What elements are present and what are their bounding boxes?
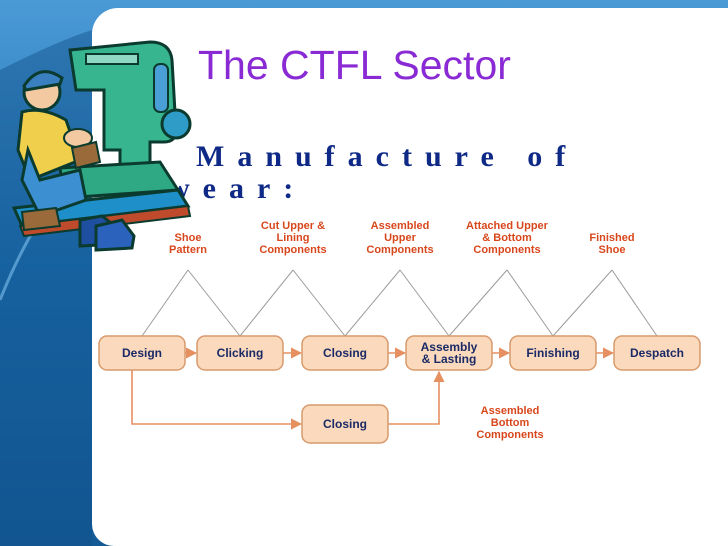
stage-label: Design <box>122 346 162 360</box>
material-label-line: Shoe <box>175 232 202 244</box>
material-label-line: Assembled <box>371 220 430 232</box>
stage-box-shape <box>301 335 389 371</box>
slide-subtitle-line-2: wear: <box>168 172 307 205</box>
flow-arrow-lower-out <box>388 370 445 425</box>
material-label-line: Components <box>259 244 326 256</box>
stage-box-finishing: Finishing <box>509 335 597 371</box>
stage-label: Closing <box>323 417 367 431</box>
stage-box-shape <box>405 335 493 371</box>
stage-label-line: Assembly <box>421 340 478 354</box>
material-connector <box>187 269 241 337</box>
slide-content-area <box>92 8 728 546</box>
stage-label-line: Finishing <box>526 346 579 360</box>
connector-layer <box>131 269 658 430</box>
stage-label: Finishing <box>526 346 579 360</box>
material-label-line: Components <box>366 244 433 256</box>
stage-box-shape <box>196 335 284 371</box>
stage-label-line: & Lasting <box>422 352 477 366</box>
stage-box-lower-closing: Closing <box>301 404 389 444</box>
material-connector <box>141 269 189 337</box>
stage-box-shape <box>98 335 186 371</box>
material-label-line: Components <box>473 244 540 256</box>
stage-box-shape <box>613 335 701 371</box>
material-label-bottom-components-line: Bottom <box>491 417 530 429</box>
stage-box-design: Design <box>98 335 186 371</box>
material-label-line: Lining <box>277 232 310 244</box>
material-connector <box>344 269 401 337</box>
stage-box-clicking: Clicking <box>196 335 284 371</box>
material-label-line: Upper <box>384 232 417 244</box>
material-connector <box>611 269 658 337</box>
stage-label-line: Closing <box>323 346 367 360</box>
material-connector <box>552 269 613 337</box>
stage-label-line: Clicking <box>217 346 264 360</box>
material-connector <box>399 269 450 337</box>
stage-box-closing: Closing <box>301 335 389 371</box>
stage-label: Despatch <box>630 346 684 360</box>
slide-subtitle-line-1: Manufacture of <box>196 140 579 173</box>
stage-label: Closing <box>323 346 367 360</box>
stage-label-line: Design <box>122 346 162 360</box>
material-label-line: Finished <box>589 232 634 244</box>
flow-arrow-lower-in <box>131 370 303 430</box>
stage-label-line: Closing <box>323 417 367 431</box>
material-connector <box>506 269 554 337</box>
material-label-line: Cut Upper & <box>261 220 325 232</box>
material-label-line: & Bottom <box>482 232 532 244</box>
material-connector <box>239 269 294 337</box>
material-label-line: Pattern <box>169 244 207 256</box>
stage-label: Assembly& Lasting <box>421 340 478 366</box>
material-label-bottom-components-line: Assembled <box>481 405 540 417</box>
stage-box-despatch: Despatch <box>613 335 701 371</box>
stage-box-shape <box>509 335 597 371</box>
stage-box-shape <box>301 404 389 444</box>
stage-label: Clicking <box>217 346 264 360</box>
shoemaker-at-sewing-machine-icon <box>11 40 192 252</box>
stage-box-assembly-lasting: Assembly& Lasting <box>405 335 493 371</box>
material-label-line: Shoe <box>599 244 626 256</box>
material-connector <box>448 269 508 337</box>
material-connector <box>292 269 346 337</box>
stage-label-line: Despatch <box>630 346 684 360</box>
material-label-bottom-components-line: Components <box>476 429 543 441</box>
slide-title: The CTFL Sector <box>198 42 511 88</box>
material-label-line: Attached Upper <box>466 220 549 232</box>
